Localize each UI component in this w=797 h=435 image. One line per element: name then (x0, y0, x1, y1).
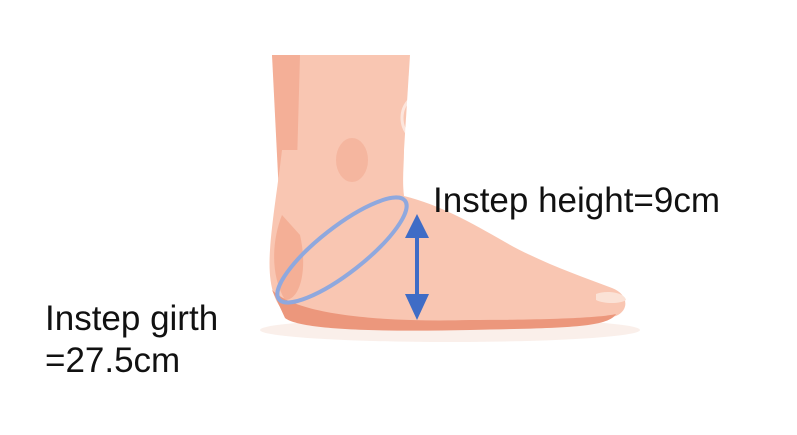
instep-girth-label-line2: =27.5cm (45, 341, 181, 380)
instep-girth-label-line1: Instep girth (45, 299, 219, 338)
watermark-swirl-icon (400, 90, 456, 146)
instep-girth-label: Instep girth =27.5cm (45, 298, 218, 382)
instep-height-arrow (405, 214, 429, 320)
instep-girth-ring (275, 195, 409, 305)
toenail (596, 292, 626, 303)
arrow-head-down-icon (405, 294, 429, 320)
instep-height-label: Instep height=9cm (433, 181, 720, 220)
foot-shape (269, 150, 626, 325)
sole-shade (272, 290, 616, 331)
ankle-bone (336, 138, 368, 182)
arrow-head-up-icon (405, 214, 429, 238)
